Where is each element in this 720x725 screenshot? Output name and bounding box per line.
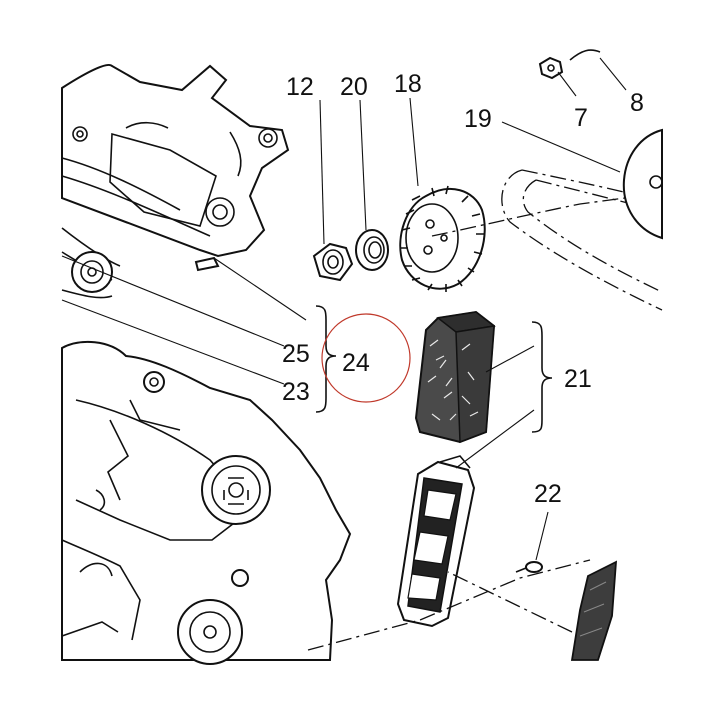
part-19-pulley xyxy=(622,128,663,240)
part-18-sprocket xyxy=(399,185,486,292)
part-21-holder xyxy=(396,455,476,628)
part-21-pad xyxy=(414,310,496,444)
part-22-screw xyxy=(515,561,543,573)
callout-23: 23 xyxy=(282,378,310,406)
callout-21: 21 xyxy=(564,365,592,393)
side-plate xyxy=(570,560,618,661)
callout-7: 7 xyxy=(574,104,588,132)
callout-18: 18 xyxy=(394,70,422,98)
brace-21 xyxy=(531,321,553,433)
callout-25: 25 xyxy=(282,340,310,368)
callout-19: 19 xyxy=(464,105,492,133)
callout-8: 8 xyxy=(630,89,644,117)
assembly-axis-line-2 xyxy=(447,571,573,633)
engine-cover xyxy=(61,340,352,665)
brace-24 xyxy=(315,305,337,413)
part-20-washer xyxy=(355,229,389,271)
frame-bracket xyxy=(61,64,290,272)
callout-20: 20 xyxy=(340,73,368,101)
callout-22: 22 xyxy=(534,480,562,508)
callout-12: 12 xyxy=(286,73,314,101)
belt-left xyxy=(61,227,121,299)
leader-lines xyxy=(61,57,627,561)
highlight-circle xyxy=(321,313,411,403)
part-12-nut xyxy=(312,242,354,282)
timing-belt-outline xyxy=(431,169,663,311)
callout-24: 24 xyxy=(342,349,370,377)
part-7-bolt xyxy=(538,49,601,80)
